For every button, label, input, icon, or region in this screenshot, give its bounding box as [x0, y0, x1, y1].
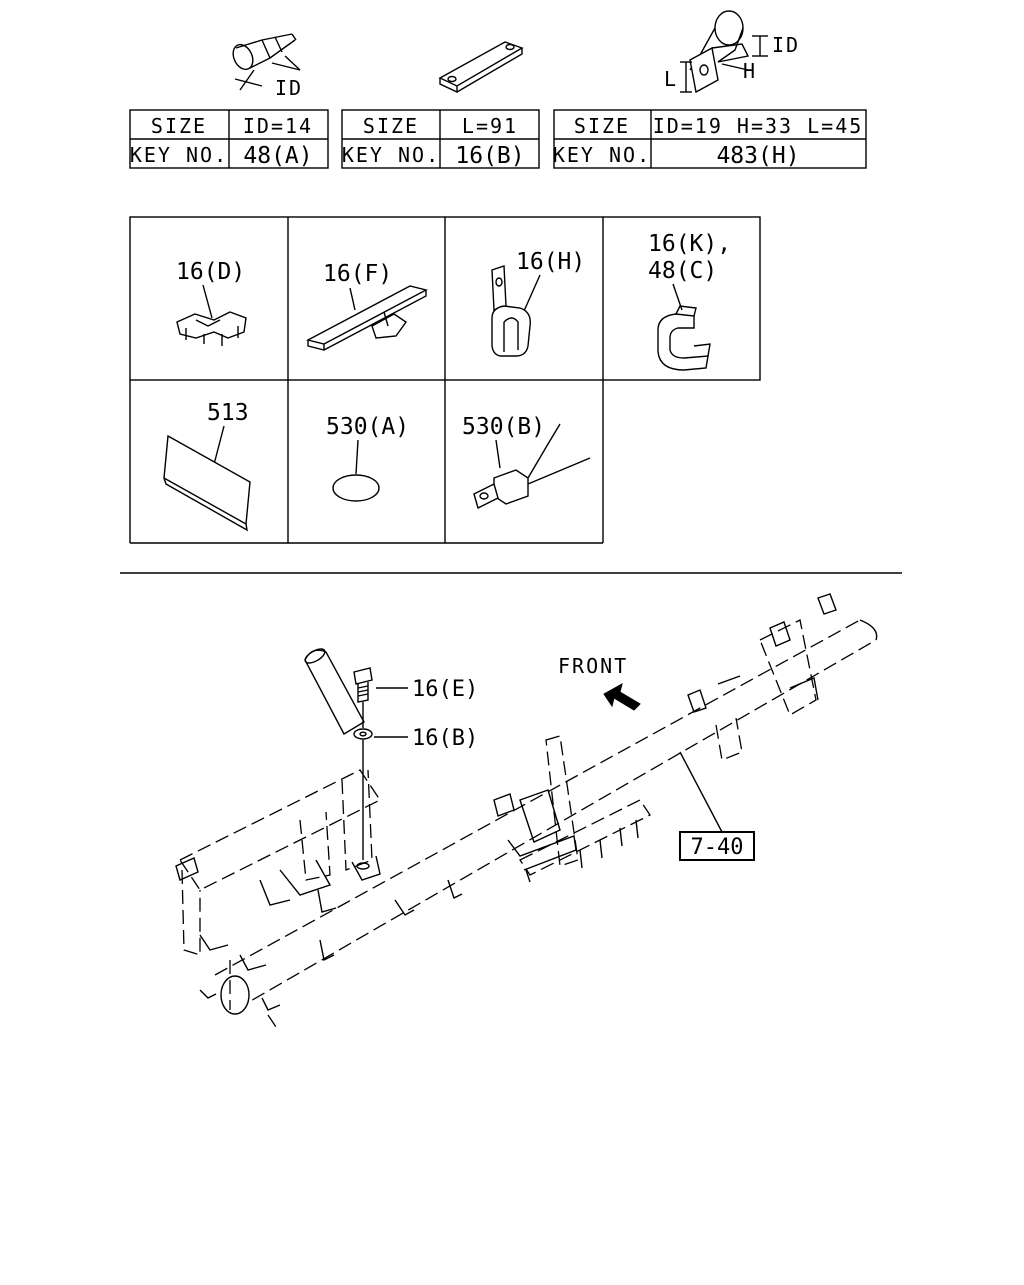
pad-530a-drawing: [332, 439, 380, 502]
clamp1-id-label: ID: [275, 76, 303, 100]
table3-size-value: ID=19 H=33 L=45: [653, 114, 864, 138]
table1-size-value: ID=14: [243, 114, 313, 138]
clip-483h-illustration: ID H L: [664, 10, 800, 94]
table2-size-value: L=91: [462, 114, 518, 138]
parts-grid: 16(D) 16(F) 16(H) 16(K),: [129, 216, 761, 544]
clip-16k-drawing: [657, 283, 711, 371]
grid-label-16h: 16(H): [516, 249, 585, 275]
clamp-48a-illustration: ID: [232, 33, 303, 100]
clip-16d-drawing: [176, 284, 247, 346]
callout-16e: 16(E): [412, 677, 478, 702]
pad-513-drawing: [163, 425, 251, 532]
size-table-2: SIZE L=91 KEY NO. 16(B): [341, 109, 540, 169]
grid-label-530a: 530(A): [326, 414, 409, 440]
front-arrow-icon: [603, 683, 641, 711]
size-table-3: SIZE ID=19 H=33 L=45 KEY NO. 483(H): [553, 109, 867, 169]
size-table-1: SIZE ID=14 KEY NO. 48(A): [129, 109, 329, 169]
clip3-id-label: ID: [772, 33, 800, 57]
tie-530b-drawing: [473, 423, 591, 510]
callout-16b: 16(B): [412, 726, 478, 751]
table3-key-label: KEY NO.: [553, 143, 651, 167]
clip3-l-label: L: [664, 67, 678, 91]
grid-label-16d: 16(D): [176, 259, 245, 285]
table1-size-label: SIZE: [151, 114, 207, 138]
table1-key-label: KEY NO.: [130, 143, 228, 167]
table2-size-label: SIZE: [363, 114, 419, 138]
ref-label-7-40: 7-40: [691, 835, 744, 860]
grid-label-16f: 16(F): [323, 261, 392, 287]
grid-label-16k: 16(K),: [648, 231, 731, 257]
table2-key-value: 16(B): [455, 143, 524, 169]
table3-size-label: SIZE: [574, 114, 630, 138]
front-indicator: FRONT: [558, 654, 641, 711]
strip-16f-drawing: [306, 285, 428, 351]
front-label: FRONT: [558, 654, 628, 678]
bolt-16e-part: 16(E): [353, 667, 478, 703]
washer-16b-part: 16(B): [353, 726, 478, 751]
instrument-panel-beam-assembly: 16(E) 16(B) 7-40: [175, 593, 878, 1031]
grid-label-513: 513: [207, 400, 249, 426]
grid-label-48c: 48(C): [648, 258, 717, 284]
grid-label-530b: 530(B): [462, 414, 545, 440]
table1-key-value: 48(A): [243, 143, 312, 169]
clip-16h-drawing: [491, 265, 541, 357]
table2-key-label: KEY NO.: [342, 143, 440, 167]
table3-key-value: 483(H): [716, 143, 799, 169]
strap-16b-illustration: [438, 41, 524, 94]
clip3-h-label: H: [743, 59, 757, 83]
ref-box-7-40: [679, 831, 755, 861]
